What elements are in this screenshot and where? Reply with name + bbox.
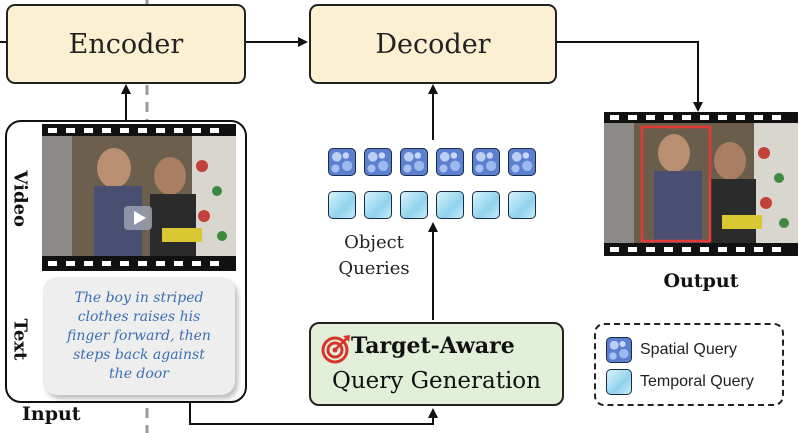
target-icon bbox=[321, 335, 350, 364]
temporal-query-row bbox=[328, 191, 542, 221]
text-side-label: Text bbox=[9, 318, 31, 361]
legend-temporal-swatch bbox=[606, 369, 632, 395]
temporal-query-tile bbox=[328, 191, 356, 219]
target-bounding-box bbox=[640, 125, 712, 243]
spatial-query-row bbox=[328, 148, 542, 178]
generation-subtitle: Query Generation bbox=[332, 368, 541, 394]
encoder-block: Encoder bbox=[6, 4, 246, 84]
input-video-scene bbox=[42, 136, 236, 256]
output-video-scene bbox=[604, 123, 798, 243]
legend: Spatial Query Temporal Query bbox=[594, 323, 784, 406]
legend-temporal-label: Temporal Query bbox=[640, 373, 754, 390]
encoder-label: Encoder bbox=[68, 28, 184, 60]
temporal-query-tile bbox=[508, 191, 536, 219]
temporal-query-tile bbox=[472, 191, 500, 219]
decoder-label: Decoder bbox=[375, 28, 491, 60]
generation-title: Target-Aware bbox=[351, 333, 515, 359]
temporal-query-tile bbox=[400, 191, 428, 219]
object-queries-line1: Object bbox=[344, 232, 404, 253]
caption-text: The boy in striped clothes raises his fi… bbox=[67, 289, 211, 382]
spatial-query-tile bbox=[472, 148, 500, 176]
query-generation-block: Target-Aware Query Generation bbox=[309, 322, 564, 406]
input-title: Input bbox=[22, 403, 81, 425]
arrow-input-generation bbox=[189, 403, 438, 425]
decoder-block: Decoder bbox=[309, 4, 557, 84]
output-video-filmstrip bbox=[604, 112, 798, 256]
spatial-query-tile bbox=[364, 148, 392, 176]
spatial-query-tile bbox=[436, 148, 464, 176]
video-side-label: Video bbox=[9, 170, 31, 228]
legend-spatial-swatch bbox=[606, 337, 632, 363]
legend-spatial-label: Spatial Query bbox=[640, 341, 737, 358]
spatial-query-tile bbox=[328, 148, 356, 176]
output-video-frame bbox=[604, 123, 798, 243]
output-label: Output bbox=[663, 270, 739, 292]
temporal-query-tile bbox=[436, 191, 464, 219]
input-film-perforations bbox=[48, 128, 219, 266]
object-queries-label: Object Queries bbox=[318, 230, 430, 282]
caption-bubble: The boy in striped clothes raises his fi… bbox=[43, 277, 235, 395]
output-film-perforations bbox=[610, 115, 781, 252]
spatial-query-tile bbox=[400, 148, 428, 176]
temporal-query-tile bbox=[364, 191, 392, 219]
input-video-filmstrip bbox=[42, 124, 236, 271]
arrow-decoder-output bbox=[557, 41, 703, 112]
object-queries-line2: Queries bbox=[338, 258, 410, 279]
spatial-query-tile bbox=[508, 148, 536, 176]
input-video-frame bbox=[42, 136, 236, 256]
